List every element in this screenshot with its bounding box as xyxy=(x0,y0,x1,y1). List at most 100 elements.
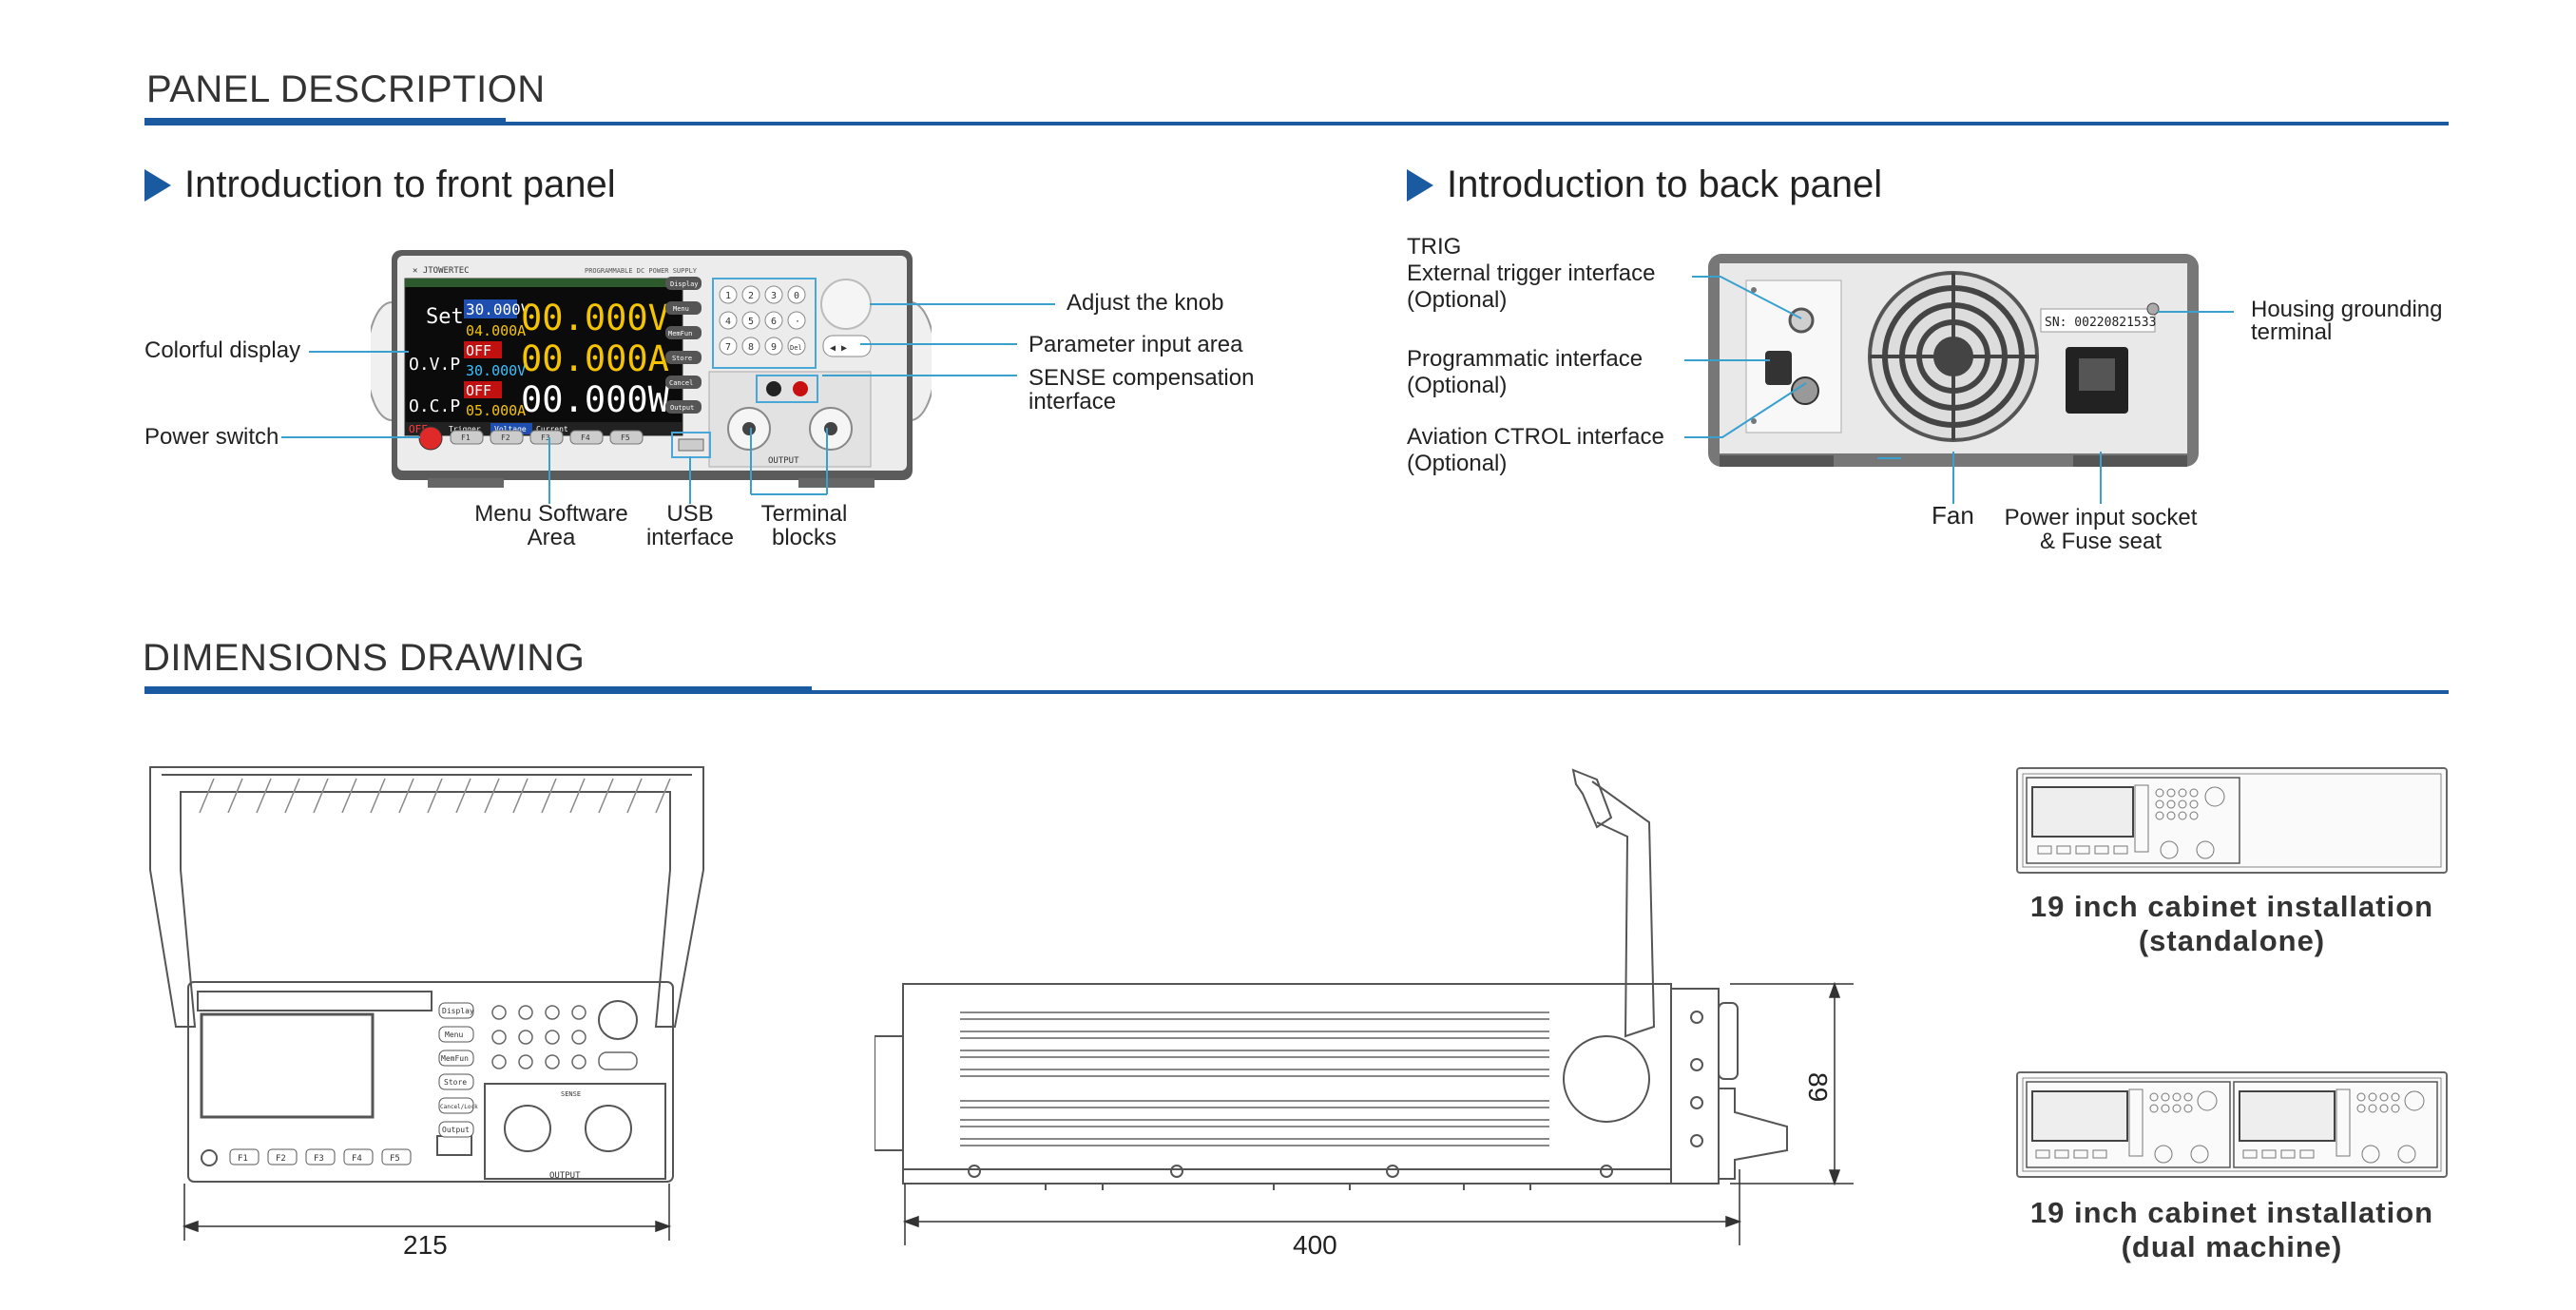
label-aviation-line2: (Optional) xyxy=(1407,451,1508,476)
dimensions-rule xyxy=(144,690,2449,694)
svg-text:0: 0 xyxy=(794,291,799,301)
device-model: PROGRAMMABLE DC POWER SUPPLY xyxy=(585,267,698,275)
db9-port-icon xyxy=(1765,351,1792,385)
label-ground-line2: terminal xyxy=(2251,319,2333,345)
label-ground-line1: Housing grounding xyxy=(2251,297,2443,322)
cabinet-standalone-image xyxy=(2016,767,2448,874)
svg-text:6: 6 xyxy=(771,317,777,327)
svg-text:F5: F5 xyxy=(390,1154,400,1164)
svg-text:Output: Output xyxy=(670,404,694,412)
label-adjust-knob: Adjust the knob xyxy=(1067,290,1224,316)
dimension-width: 215 xyxy=(403,1230,448,1260)
svg-text:Display: Display xyxy=(442,1007,474,1015)
front-panel-callouts xyxy=(281,303,1055,504)
svg-text:·: · xyxy=(795,317,800,327)
label-usb-line1: USB xyxy=(666,501,714,527)
front-dimension-drawing: Display Menu MemFun Store Cancel/Lock Ou… xyxy=(149,766,704,1241)
svg-text:Menu: Menu xyxy=(673,305,689,313)
caption-dual-line1: 19 inch cabinet installation xyxy=(2029,1196,2434,1229)
dimensions-rule-accent xyxy=(144,686,812,694)
side-dimension-drawing xyxy=(875,768,1854,1245)
svg-text:F4: F4 xyxy=(352,1154,362,1164)
screen-voltage: Voltage xyxy=(494,425,527,433)
screen-output-current: 00.000A xyxy=(521,338,669,379)
triangle-bullet-icon xyxy=(1407,168,1433,202)
label-terminal-line1: Terminal xyxy=(760,501,848,527)
label-terminal-blocks: Terminal blocks xyxy=(751,502,857,549)
screen-ovp-state: OFF xyxy=(466,342,491,359)
drawing-side-buttons: Display Menu MemFun Store Cancel/Lock Ou… xyxy=(438,1002,478,1138)
label-terminal-line2: blocks xyxy=(771,525,837,550)
usb-port-icon xyxy=(678,438,704,452)
label-parameter-input: Parameter input area xyxy=(1028,332,1243,357)
label-usb-line2: interface xyxy=(645,525,735,550)
front-panel-heading-text: Introduction to front panel xyxy=(184,164,616,205)
screen-ovp-voltage: 30.000V xyxy=(466,362,526,379)
drawing-output-label: OUTPUT xyxy=(549,1171,581,1181)
label-trig-line2: External trigger interface xyxy=(1407,260,1656,286)
svg-text:Output: Output xyxy=(442,1126,470,1134)
drawing-power-icon xyxy=(201,1149,218,1166)
device-side-buttons: Display Menu MemFun Store Cancel Output xyxy=(665,277,702,414)
back-panel-image: SN: 00220821533 xyxy=(1708,254,2199,467)
screen-output-power: 00.000W xyxy=(521,379,670,420)
svg-text:F4: F4 xyxy=(581,433,590,442)
front-panel-heading: Introduction to front panel xyxy=(144,164,616,206)
svg-text:F5: F5 xyxy=(621,433,630,442)
front-panel-image: ✕ JTOWERTEC PROGRAMMABLE DC POWER SUPPLY… xyxy=(371,250,932,488)
svg-text:5: 5 xyxy=(748,317,754,327)
label-power-line1: Power input socket xyxy=(2004,505,2198,530)
label-trig-line3: (Optional) xyxy=(1407,287,1508,313)
screen-ocp-current: 05.000A xyxy=(466,402,526,419)
svg-text:Cancel/Lock: Cancel/Lock xyxy=(440,1104,478,1110)
screen-ocp: O.C.P xyxy=(409,396,460,416)
dimension-height: 89 xyxy=(1803,1072,1833,1103)
svg-text:Del: Del xyxy=(790,344,802,352)
caption-standalone-line2: (standalone) xyxy=(2138,924,2326,957)
svg-text:3: 3 xyxy=(771,291,777,301)
label-colorful-display: Colorful display xyxy=(144,337,301,363)
svg-text:4: 4 xyxy=(725,317,731,327)
screen-ovp: O.V.P xyxy=(409,355,460,375)
caption-standalone: 19 inch cabinet installation (standalone… xyxy=(1996,890,2468,958)
label-menu-line2: Area xyxy=(527,525,576,550)
device-brand: ✕ JTOWERTEC xyxy=(413,266,470,276)
screen-set-voltage: 30.000V xyxy=(466,300,530,318)
label-menu-area: Menu Software Area xyxy=(466,502,637,549)
svg-text:2: 2 xyxy=(748,291,754,301)
svg-text:F1: F1 xyxy=(461,433,471,442)
panel-description-rule-accent xyxy=(144,118,506,125)
dimensions-title: DIMENSIONS DRAWING xyxy=(143,637,586,679)
device-arrow-keys xyxy=(822,335,872,357)
label-fan: Fan xyxy=(1932,501,1974,530)
device-keypad: 1 2 3 4 5 6 7 8 9 0 · Del xyxy=(719,285,806,356)
screen-output-voltage: 00.000V xyxy=(521,298,669,338)
label-trig-line1: TRIG xyxy=(1407,234,1462,260)
svg-text:F3: F3 xyxy=(541,433,550,442)
label-usb: USB interface xyxy=(637,502,743,549)
label-menu-line1: Menu Software xyxy=(474,501,628,527)
label-aviation-line1: Aviation CTROL interface xyxy=(1407,424,1664,450)
caption-standalone-line1: 19 inch cabinet installation xyxy=(2029,890,2434,923)
label-power-input: Power input socket & Fuse seat xyxy=(1996,506,2205,553)
drawing-sense-label: SENSE xyxy=(561,1090,581,1098)
serial-number: SN: 00220821533 xyxy=(2045,316,2156,330)
svg-text:Store: Store xyxy=(672,355,692,362)
label-programmatic: Programmatic interface (Optional) xyxy=(1407,346,1643,399)
device-output-label: OUTPUT xyxy=(768,456,799,466)
back-panel-callouts xyxy=(1684,276,2234,504)
panel-description-title: PANEL DESCRIPTION xyxy=(146,68,546,110)
drawing-fkeys: F1 F2 F3 F4 F5 xyxy=(229,1148,412,1166)
label-power-line2: & Fuse seat xyxy=(2039,529,2163,554)
svg-text:Display: Display xyxy=(670,280,699,288)
label-sense: SENSE compensation interface xyxy=(1028,365,1254,414)
dimension-depth: 400 xyxy=(1293,1230,1337,1260)
svg-text:8: 8 xyxy=(748,342,754,353)
vent-slots xyxy=(960,1011,1549,1146)
svg-text:F3: F3 xyxy=(314,1154,324,1164)
label-prog-line2: (Optional) xyxy=(1407,373,1508,398)
screen-ocp-state: OFF xyxy=(466,382,491,399)
label-prog-line1: Programmatic interface xyxy=(1407,346,1644,372)
svg-text:F1: F1 xyxy=(238,1154,248,1164)
back-panel-heading: Introduction to back panel xyxy=(1407,164,1882,206)
